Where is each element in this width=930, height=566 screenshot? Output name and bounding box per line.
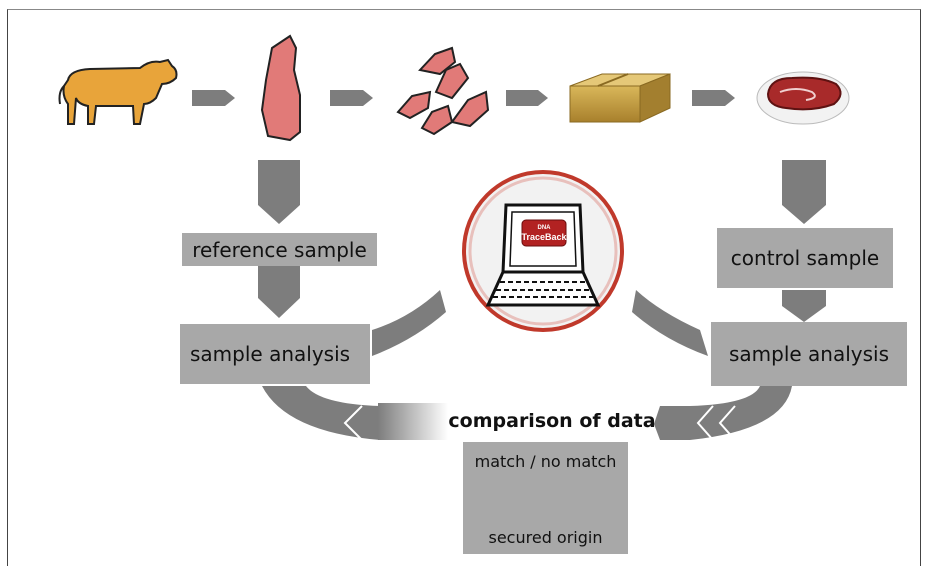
sample-analysis-left-box: sample analysis bbox=[180, 324, 370, 384]
arrow-down-to-analysis-right bbox=[782, 290, 826, 322]
logo-line-1: DNA bbox=[538, 225, 552, 231]
steak-plate-icon bbox=[756, 71, 850, 125]
comparison-of-data-label: comparison of data bbox=[448, 410, 656, 432]
curve-analysis-right-to-comparison bbox=[654, 386, 792, 440]
sample-analysis-right-label: sample analysis bbox=[728, 342, 890, 366]
logo-line-2: TraceBack bbox=[521, 232, 567, 242]
reference-sample-label: reference sample bbox=[192, 237, 367, 262]
arrow-box-to-steak bbox=[692, 90, 735, 106]
curve-analysis-left-to-comparison bbox=[262, 386, 380, 440]
arrow-down-to-reference bbox=[258, 160, 300, 224]
arrow-carcass-to-cuts bbox=[330, 90, 373, 106]
secured-origin-label: secured origin bbox=[488, 528, 603, 547]
arrow-cow-to-carcass bbox=[192, 90, 235, 106]
diagram-frame bbox=[7, 9, 921, 566]
traceback-logo-badge bbox=[521, 219, 567, 247]
chevron-left bbox=[343, 405, 363, 441]
arrow-cuts-to-box bbox=[506, 90, 548, 106]
control-sample-box: control sample bbox=[717, 228, 893, 288]
arrow-down-to-analysis-left bbox=[258, 266, 300, 318]
result-box: match / no match secured origin bbox=[463, 442, 628, 554]
sample-analysis-right-box: sample analysis bbox=[711, 322, 907, 386]
chevron-right-2 bbox=[718, 405, 736, 441]
arrow-down-to-control bbox=[782, 160, 826, 224]
top-flow-arrows bbox=[192, 90, 735, 106]
control-sample-label: control sample bbox=[730, 246, 880, 270]
sample-analysis-left-label: sample analysis bbox=[190, 342, 351, 366]
curve-computer-to-left bbox=[372, 290, 446, 356]
fade-bar-left bbox=[378, 403, 448, 440]
meat-side-icon bbox=[260, 34, 301, 142]
curve-computer-to-right bbox=[632, 290, 708, 356]
chevron-right-1 bbox=[696, 405, 714, 441]
cardboard-box-icon bbox=[569, 73, 671, 123]
meat-cuts-icon bbox=[396, 46, 490, 136]
reference-sample-box: reference sample bbox=[182, 233, 377, 266]
match-no-match-label: match / no match bbox=[474, 452, 617, 471]
cow-icon bbox=[58, 58, 178, 125]
